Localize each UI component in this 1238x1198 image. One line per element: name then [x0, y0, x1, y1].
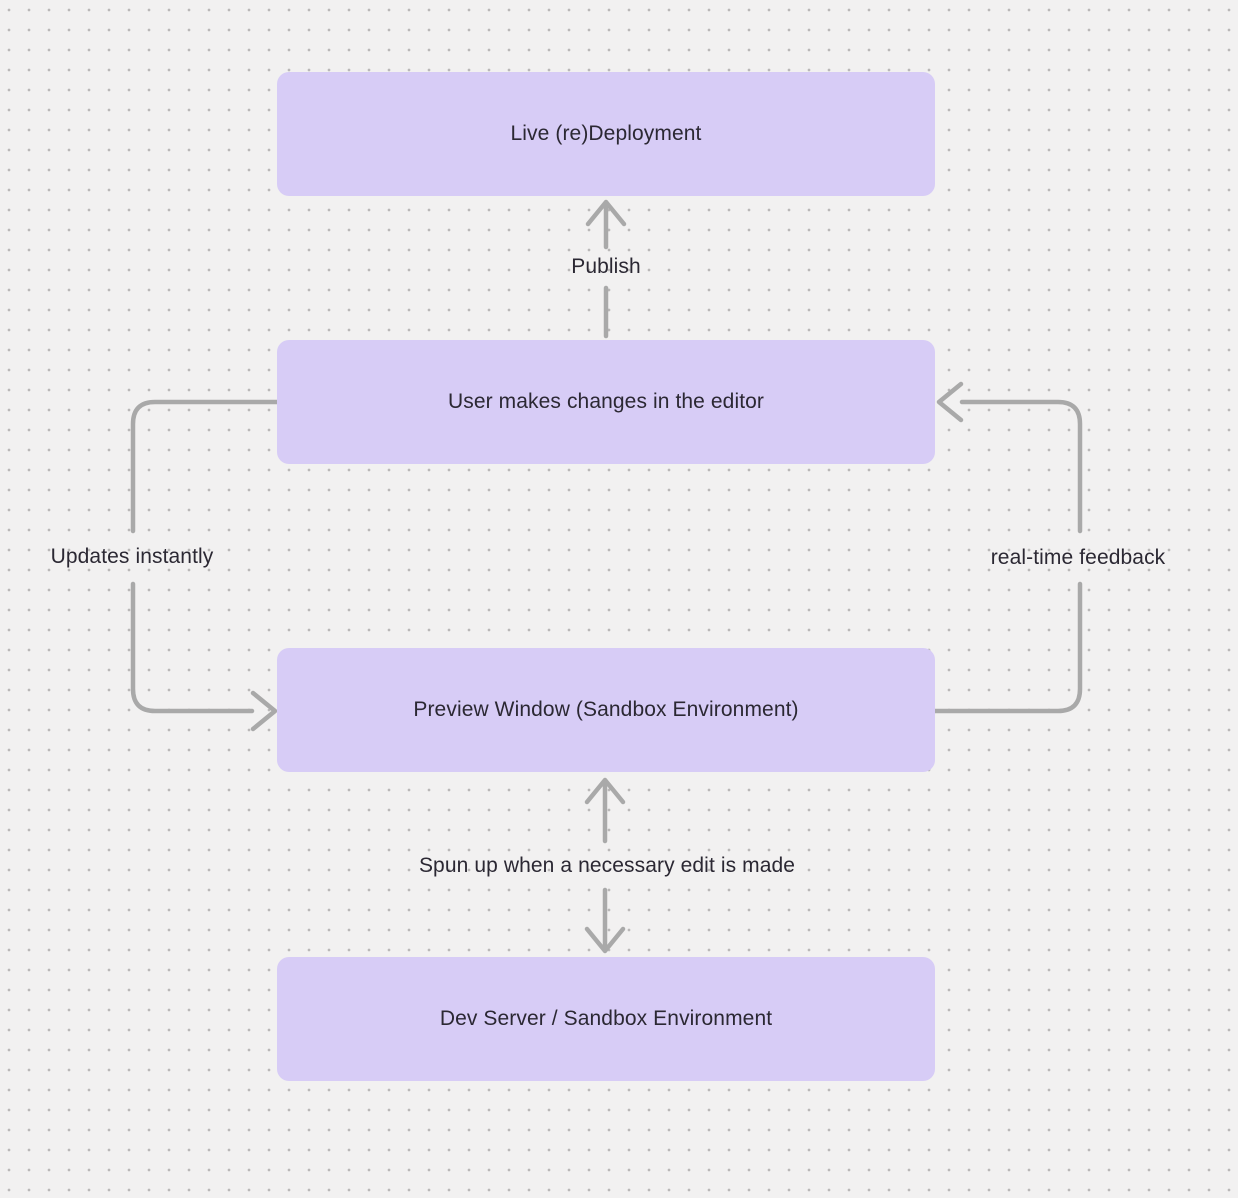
node-dev-server-label: Dev Server / Sandbox Environment: [439, 1007, 773, 1030]
node-preview-window-label: Preview Window (Sandbox Environment): [413, 698, 799, 721]
node-preview-window[interactable]: Preview Window (Sandbox Environment): [277, 648, 935, 772]
edge-label-publish: Publish: [571, 255, 641, 278]
node-dev-server[interactable]: Dev Server / Sandbox Environment: [277, 957, 935, 1081]
node-live-redeployment[interactable]: Live (re)Deployment: [277, 72, 935, 196]
edge-publish-arrow-upper: [585, 199, 627, 250]
edge-label-real-time-feedback: real-time feedback: [990, 546, 1166, 569]
edge-spun-up-arrow-down: [584, 887, 626, 954]
node-editor-label: User makes changes in the editor: [447, 390, 765, 413]
node-editor[interactable]: User makes changes in the editor: [277, 340, 935, 464]
edge-spun-up-arrow-up: [584, 777, 626, 844]
edge-label-spun-up: Spun up when a necessary edit is made: [418, 854, 796, 877]
edge-label-updates-instantly: Updates instantly: [50, 545, 214, 568]
node-live-redeployment-label: Live (re)Deployment: [510, 122, 702, 145]
